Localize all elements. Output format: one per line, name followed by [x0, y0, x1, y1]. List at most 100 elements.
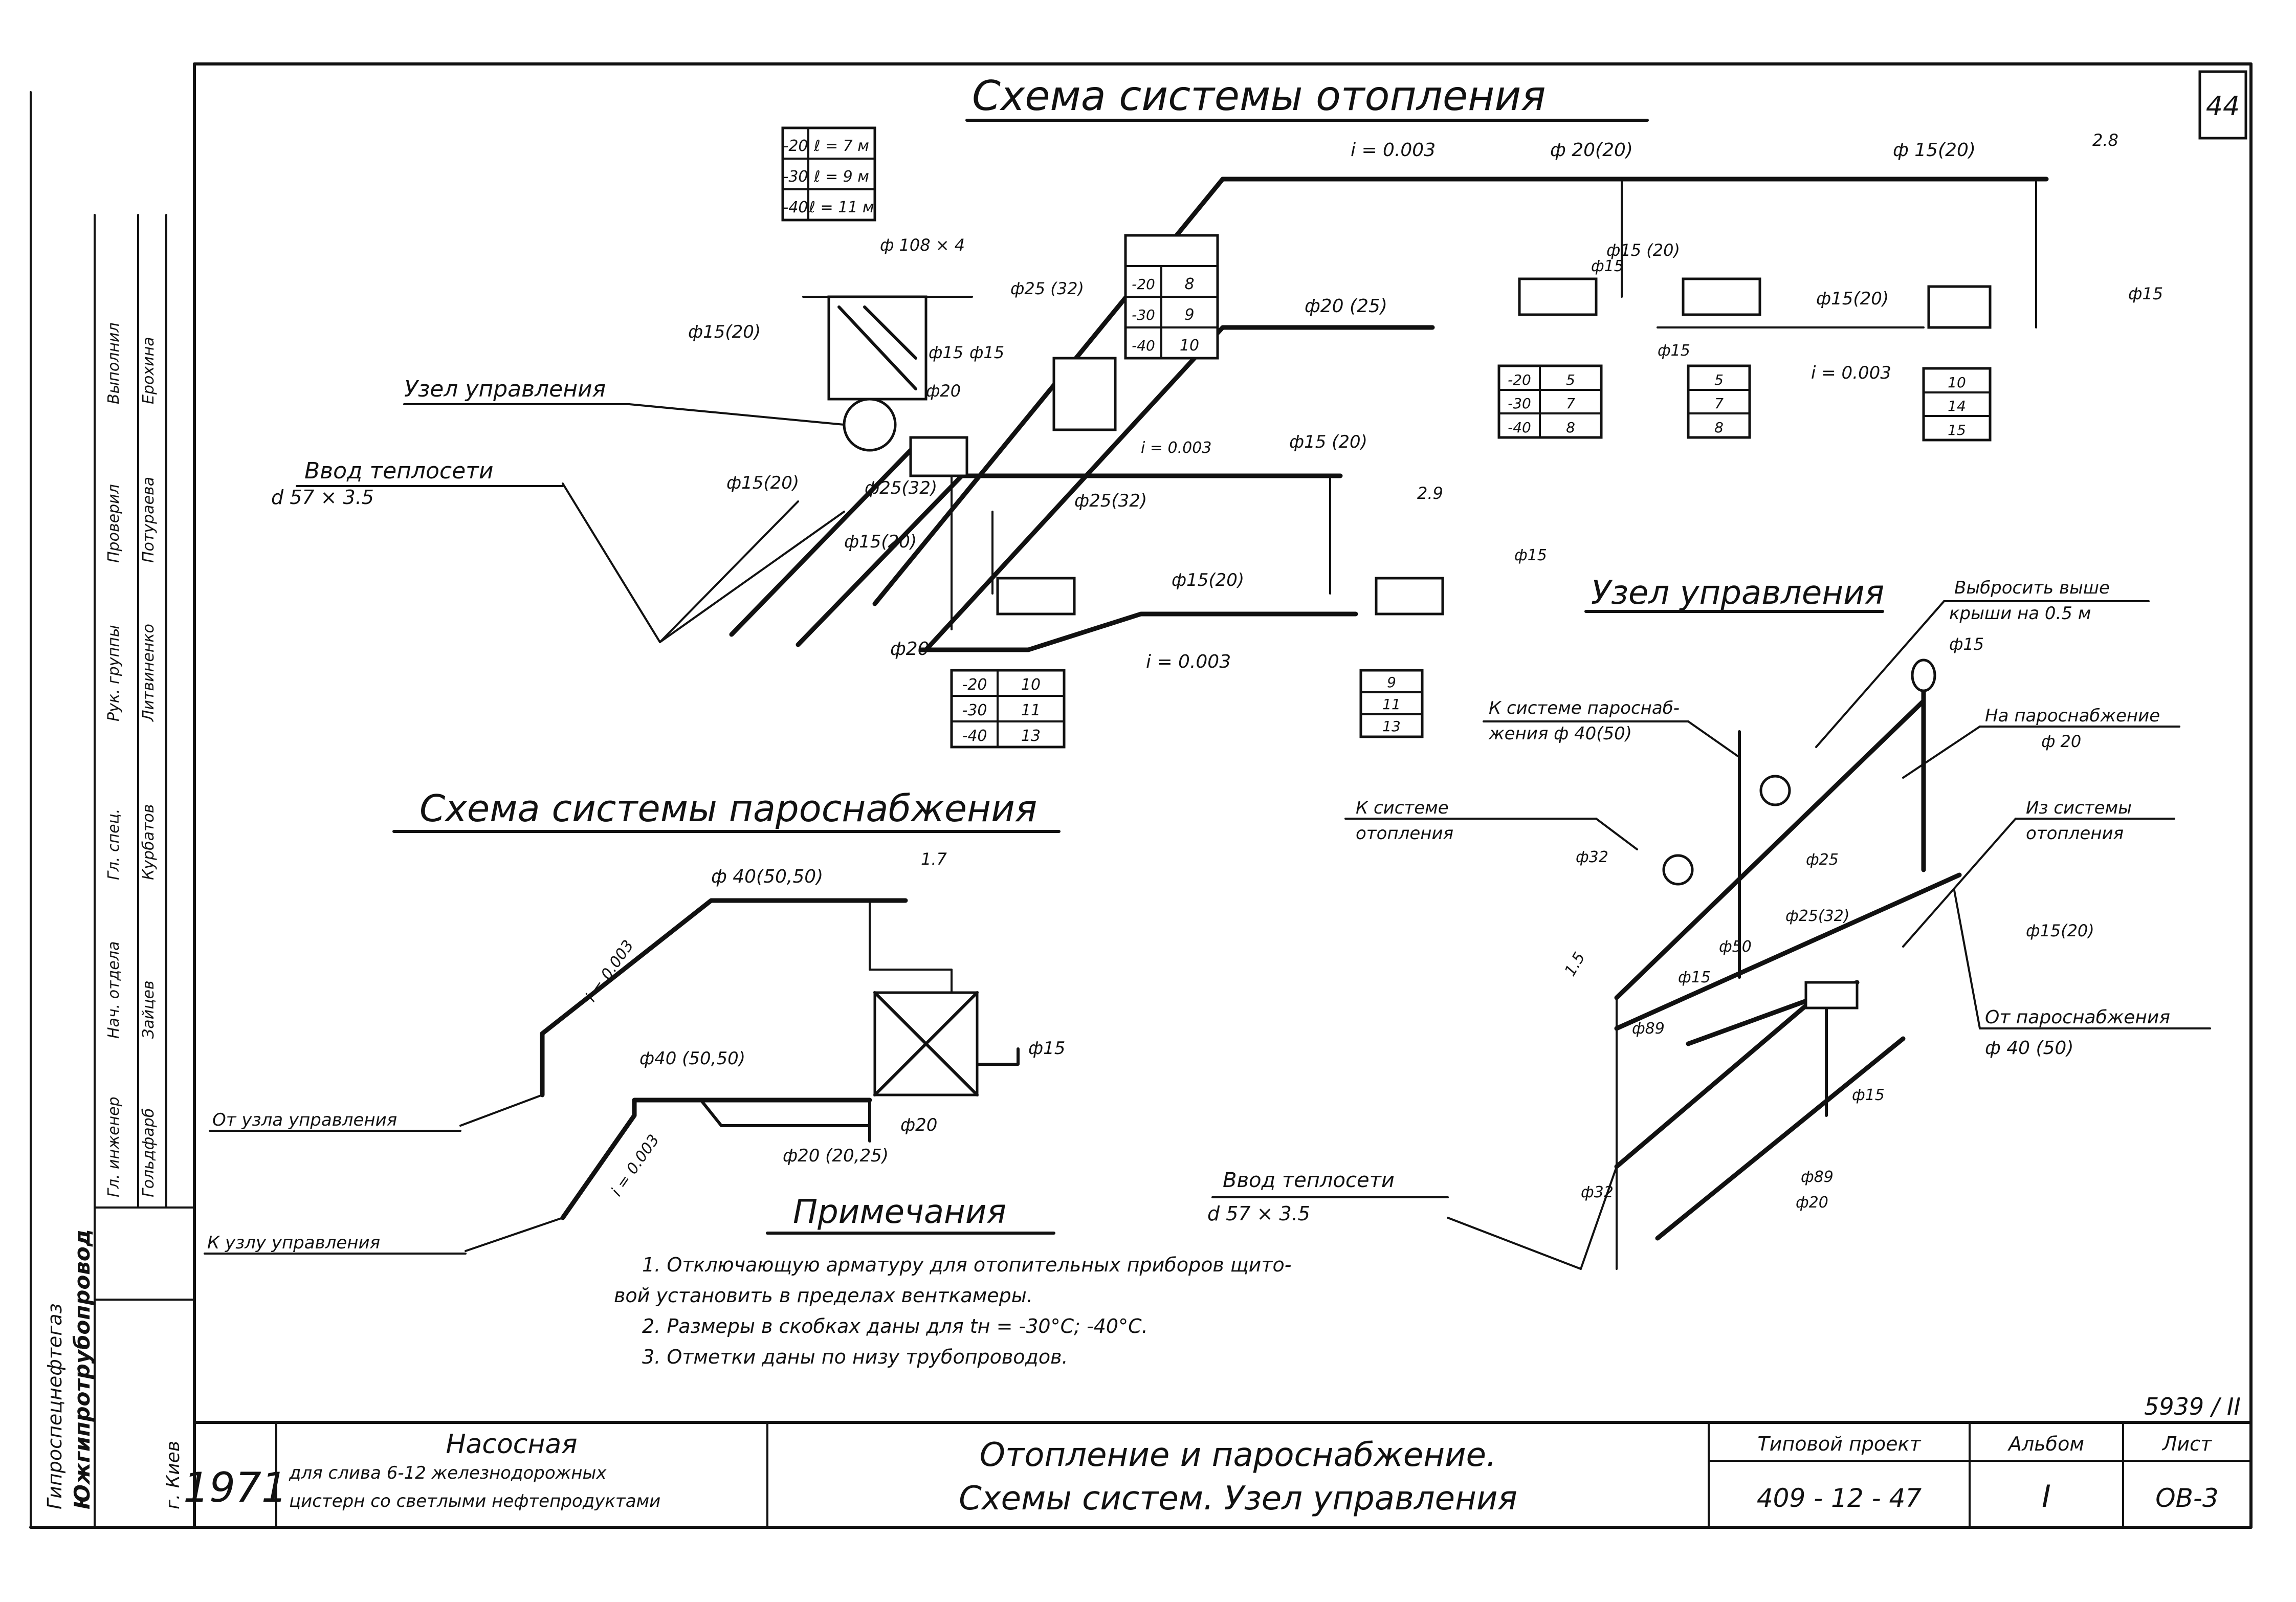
sheet-label: Лист: [2161, 1433, 2213, 1455]
cu-d-89-bot: ф89: [1801, 1168, 1834, 1186]
cu-vent: [1911, 659, 1936, 692]
radiator-b: [996, 577, 1076, 616]
album-label: Альбом: [2007, 1433, 2084, 1455]
sec-r3-2: 15: [1948, 422, 1966, 438]
cu-d-25-32: ф25(32): [1785, 907, 1849, 925]
mark-top: 2.8: [2092, 130, 2118, 150]
cu-from-heating-2: отопления: [2026, 823, 2124, 844]
d-top-1: ф 20(20): [1550, 140, 1633, 161]
sec-r3-0: 10: [1948, 374, 1966, 391]
sec-bl-1-v: 11: [1021, 701, 1041, 719]
sec-bl-2-v: 13: [1021, 727, 1041, 745]
title-block: [193, 1421, 2253, 1528]
steam-d-40-top: ф 40(50,50): [711, 866, 823, 887]
org-1: Гипроспецнефтегаз: [43, 1303, 66, 1509]
drawing-title-1: Отопление и пароснабжение.: [980, 1436, 1497, 1474]
sec-c-2-t: -40: [1132, 337, 1155, 354]
name-1: Зайцев: [140, 980, 158, 1039]
sec-bm-1: 11: [1382, 696, 1401, 713]
d-20-mid: ф20: [926, 381, 961, 401]
cu-pipes: [1447, 668, 1962, 1270]
d-25-32-top: ф25 (32): [1010, 279, 1084, 298]
d-15-20-r1: ф15 (20): [1606, 240, 1680, 260]
cu-d-25: ф25: [1806, 851, 1839, 869]
sec-r2-2: 8: [1714, 419, 1724, 436]
cu-inlet-d: d 57 × 3.5: [1207, 1202, 1310, 1225]
purpose-line-1: для слива 6-12 железнодорожных: [289, 1463, 607, 1483]
radiator-d: [1518, 277, 1598, 316]
year: 1971: [183, 1464, 288, 1511]
cu-d-50: ф50: [1719, 938, 1752, 956]
sheet-code: ОВ-3: [2155, 1483, 2219, 1513]
album-number: I: [2042, 1479, 2051, 1515]
cu-from-heating: Из системы: [2026, 798, 2132, 818]
radiator-c: [1375, 577, 1444, 616]
d-15-a: ф15: [929, 343, 963, 362]
d-15-20-b: ф15(20): [844, 532, 917, 552]
temp-row-1-l: ℓ = 9 м: [813, 168, 869, 186]
cu-d-32: ф32: [1576, 848, 1608, 866]
sec-r2-0: 5: [1714, 371, 1724, 388]
section-table-right-2: 5 7 8: [1687, 364, 1751, 439]
section-table-right-3: 10 14 15: [1922, 367, 1992, 442]
cu-to-heating-2: отопления: [1356, 823, 1453, 844]
role-3: Рук. группы: [105, 625, 123, 721]
radiator-e: [1682, 277, 1761, 316]
mark-mid: 2.9: [1417, 484, 1443, 503]
cu-title: Узел управления: [1591, 574, 1884, 612]
steam-d-15: ф15: [1028, 1038, 1065, 1059]
temp-row-0-t: -20: [783, 137, 808, 155]
section-table-center: -20 8 -30 9 -40 10: [1124, 234, 1219, 360]
d-15-far: ф15: [2128, 284, 2163, 303]
sheet-frame: [29, 62, 2253, 1529]
cu-d-15-bot: ф15: [1852, 1086, 1885, 1104]
project-label: Типовой проект: [1757, 1433, 1922, 1455]
cu-d-20-bot: ф20: [1796, 1194, 1828, 1212]
role-2: Гл. спец.: [105, 809, 123, 880]
d-15-20-d: ф15(20): [1172, 570, 1244, 590]
heating-title: Схема системы отопления: [972, 72, 1546, 120]
name-4: Потураева: [140, 477, 158, 563]
cu-note-top-2: крыши на 0.5 м: [1949, 603, 2091, 624]
section-table-bottom-left: -20 10 -30 11 -40 13: [950, 669, 1066, 749]
note-1b: вой установить в пределах венткамеры.: [614, 1284, 1033, 1307]
left-signature-column: Гл. инженер Нач. отдела Гл. спец. Рук. г…: [43, 322, 184, 1509]
steam-d-40-mid: ф40 (50,50): [639, 1048, 745, 1069]
cu-mark-15: 1.5: [1561, 949, 1589, 979]
d-20-25: ф20 (25): [1305, 296, 1387, 317]
sec-c-0-t: -20: [1132, 276, 1155, 293]
sec-bm-2: 13: [1382, 718, 1401, 735]
cu-from-steam: От пароснабжения: [1985, 1007, 2170, 1028]
sec-r1-1-t: -30: [1508, 395, 1531, 412]
steam-slope-a: i = 0.003: [582, 937, 637, 1005]
cu-to-steam: К системе пароснаб-: [1489, 698, 1680, 718]
sec-bm-0: 9: [1387, 674, 1396, 691]
sec-r1-0-t: -20: [1508, 371, 1531, 388]
sec-bl-0-t: -20: [962, 676, 987, 694]
inventory-number: 5939 / II: [2144, 1393, 2241, 1420]
sec-bl-0-v: 10: [1021, 676, 1041, 694]
d-15-20-a: ф15(20): [726, 473, 799, 493]
cu-d-15-20: ф15(20): [2026, 921, 2094, 940]
org-2: Южгипротрубопровод: [70, 1229, 95, 1509]
sheet-number-box: [2198, 70, 2247, 140]
d-15-bot: ф15: [1514, 546, 1547, 564]
sec-r1-0-v: 5: [1566, 371, 1575, 388]
sec-r1-1-v: 7: [1566, 395, 1575, 412]
temp-row-1-t: -30: [783, 168, 808, 186]
sec-r3-1: 14: [1948, 398, 1966, 414]
cu-from-steam-sys-2: ф 20: [2041, 732, 2081, 751]
sec-bl-2-t: -40: [962, 727, 987, 745]
name-2: Курбатов: [140, 804, 158, 881]
sec-c-0-v: 8: [1184, 275, 1194, 293]
radiator-f: [1927, 285, 1992, 329]
notes-title: Примечания: [793, 1193, 1006, 1231]
d-top-2: ф 15(20): [1893, 140, 1976, 161]
drawing-title-2: Схемы систем. Узел управления: [959, 1480, 1517, 1518]
d-25-32-a: ф25(32): [865, 478, 937, 498]
section-table-bottom-mid: 9 11 13: [1359, 669, 1424, 738]
inlet-d: d 57 × 3.5: [271, 486, 374, 509]
d-15-small-a: ф15: [1591, 257, 1624, 275]
cu-d-89: ф89: [1632, 1020, 1665, 1038]
